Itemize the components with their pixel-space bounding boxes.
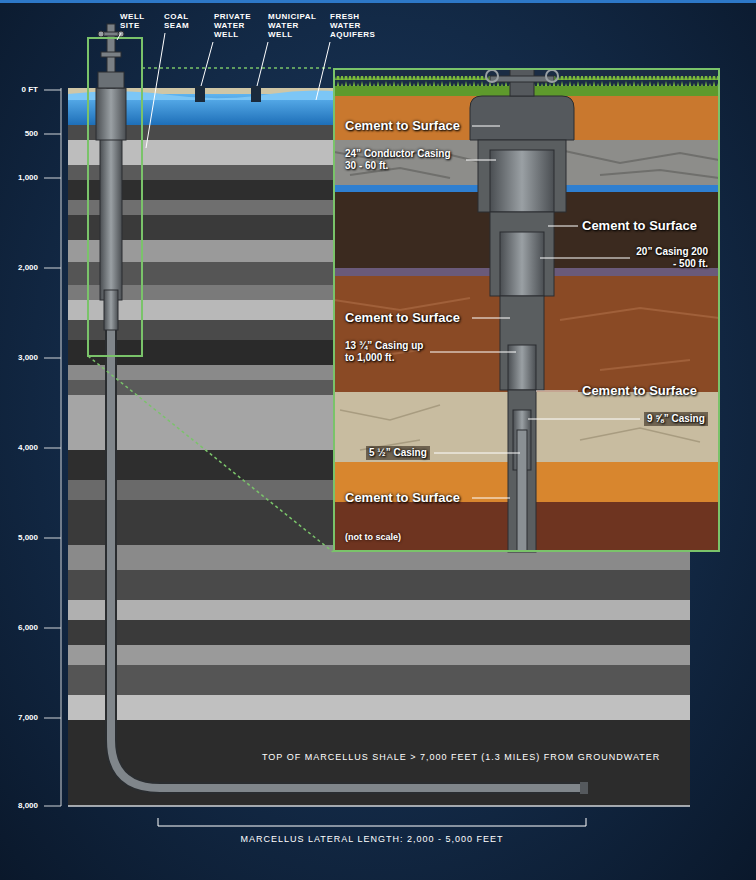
cement-label: Cement to Surface: [582, 218, 697, 233]
callout-label: MUNICIPAL WATER WELL: [268, 12, 314, 39]
cement-label: Cement to Surface: [345, 310, 460, 325]
depth-tick: 6,000: [2, 623, 38, 633]
casing-label: 20” Casing 200 - 500 ft.: [634, 246, 708, 270]
scale-note: (not to scale): [345, 532, 401, 542]
cement-label: Cement to Surface: [582, 383, 697, 398]
water-wells: [195, 86, 261, 102]
top-bar: [0, 0, 756, 3]
depth-tick: 2,000: [2, 263, 38, 273]
depth-tick: 3,000: [2, 353, 38, 363]
lateral-length: MARCELLUS LATERAL LENGTH: 2,000 - 5,000 …: [0, 834, 744, 844]
callout-label: COAL SEAM: [164, 12, 208, 30]
depth-tick: 8,000: [2, 801, 38, 811]
depth-tick: 4,000: [2, 443, 38, 453]
casing-label: 5 ½” Casing: [366, 446, 430, 460]
callout-label: PRIVATE WATER WELL: [214, 12, 254, 39]
depth-tick: 7,000: [2, 713, 38, 723]
casing-inset: [334, 69, 719, 552]
casing-label: 24” Conductor Casing 30 - 60 ft.: [345, 148, 463, 172]
depth-axis: [44, 88, 61, 806]
cement-label: Cement to Surface: [345, 490, 460, 505]
depth-tick: 0 FT: [2, 85, 38, 95]
callout-label: WELL SITE: [120, 12, 154, 30]
depth-tick: 1,000: [2, 173, 38, 183]
casing-label: 13 ¾” Casing up to 1,000 ft.: [345, 340, 425, 364]
depth-note: TOP OF MARCELLUS SHALE > 7,000 FEET (1.3…: [262, 752, 660, 762]
depth-tick: 5,000: [2, 533, 38, 543]
zoom-frame: [88, 38, 333, 552]
lateral-bracket: [158, 818, 586, 826]
callout-label: FRESH WATER AQUIFERS: [330, 12, 376, 39]
casing-label: 9 ⅝” Casing: [644, 412, 708, 426]
cement-label: Cement to Surface: [345, 118, 460, 133]
leader-lines: [117, 33, 330, 148]
depth-tick: 500: [2, 129, 38, 139]
